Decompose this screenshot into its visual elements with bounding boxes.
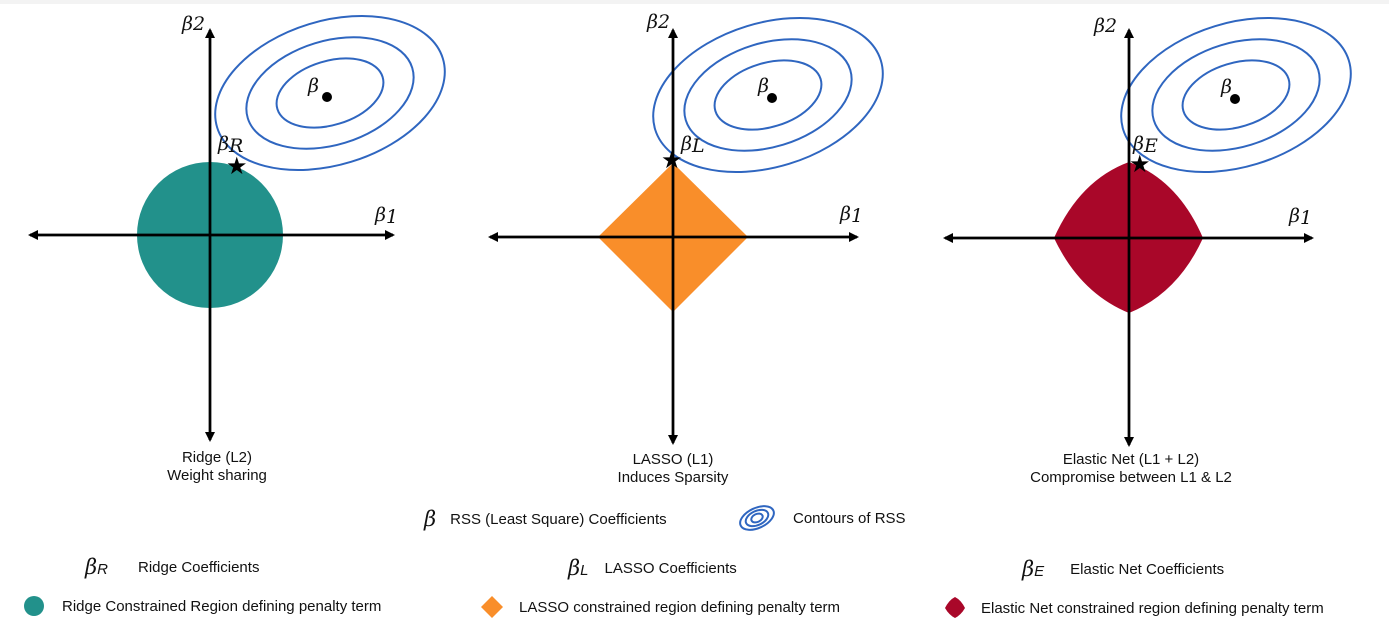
elastic-coef-text: Elastic Net Coefficients bbox=[1070, 560, 1225, 578]
legend-contours: Contours of RSS bbox=[793, 510, 906, 527]
lasso-coef-label: βL bbox=[680, 133, 705, 157]
ridge-caption-subtitle: Weight sharing bbox=[167, 467, 267, 484]
elastic-caption-title: Elastic Net (L1 + L2) bbox=[1062, 451, 1200, 468]
rss-symbol: β bbox=[424, 507, 437, 531]
lasso-solution-star: ★ bbox=[661, 146, 683, 174]
ridge-solution-star: ★ bbox=[226, 152, 248, 180]
ridge-coef-symbol: βR bbox=[85, 555, 108, 579]
ols-label: β bbox=[757, 75, 769, 97]
legend-lasso-region: LASSO constrained region defining penalt… bbox=[519, 599, 840, 616]
rss-contours bbox=[214, 14, 446, 172]
contours-label: Contours of RSS bbox=[793, 510, 906, 527]
legend-ridge-region: Ridge Constrained Region defining penalt… bbox=[62, 598, 381, 615]
elastic-solution-star: ★ bbox=[1129, 150, 1151, 178]
rss-contours bbox=[1120, 16, 1352, 174]
elastic-region-legend-icon bbox=[945, 597, 965, 618]
elastic-region-label: Elastic Net constrained region defining … bbox=[981, 600, 1324, 617]
ridge-caption: Ridge (L2) Weight sharing bbox=[87, 449, 347, 485]
rss-label: RSS (Least Square) Coefficients bbox=[450, 510, 667, 528]
lasso-panel: β ★ βL β2 β1 bbox=[488, 11, 884, 445]
ridge-coef-text: Ridge Coefficients bbox=[137, 558, 260, 576]
lasso-caption-subtitle: Induces Sparsity bbox=[617, 469, 729, 486]
ols-point bbox=[322, 92, 332, 102]
beta2-label: β2 bbox=[646, 11, 670, 33]
rss-contours bbox=[652, 16, 884, 174]
elastic-caption-subtitle: Compromise between L1 & L2 bbox=[1030, 469, 1232, 486]
elastic-coef-symbol: βE bbox=[1022, 557, 1045, 581]
ols-label: β bbox=[1220, 76, 1232, 98]
beta1-label: β1 bbox=[839, 203, 863, 227]
ridge-coef-label: βR bbox=[217, 133, 243, 157]
ridge-region-label: Ridge Constrained Region defining penalt… bbox=[62, 598, 382, 615]
top-border bbox=[0, 0, 1389, 4]
elastic-panel: β ★ βE β2 β1 bbox=[943, 15, 1352, 447]
ridge-region-legend-icon bbox=[24, 596, 44, 616]
beta1-label: β1 bbox=[374, 204, 398, 228]
legend-rss: β RSS (Least Square) Coefficients bbox=[424, 507, 667, 531]
ridge-caption-title: Ridge (L2) bbox=[181, 449, 253, 466]
legend-lasso-coef: βL LASSO Coefficients bbox=[568, 556, 737, 580]
ridge-panel: β ★ βR β2 β1 bbox=[28, 13, 446, 442]
ols-label: β bbox=[307, 75, 319, 97]
beta1-label: β1 bbox=[1288, 205, 1312, 229]
lasso-caption-title: LASSO (L1) bbox=[632, 451, 714, 468]
lasso-coef-symbol: βL bbox=[568, 556, 589, 580]
ols-point bbox=[767, 93, 777, 103]
legend-elastic-coef: βE Elastic Net Coefficients bbox=[1022, 557, 1224, 581]
beta2-label: β2 bbox=[1093, 15, 1117, 37]
beta2-label: β2 bbox=[181, 13, 205, 35]
lasso-coef-text: LASSO Coefficients bbox=[604, 559, 737, 577]
elastic-caption: Elastic Net (L1 + L2) Compromise between… bbox=[1001, 451, 1261, 487]
lasso-caption: LASSO (L1) Induces Sparsity bbox=[543, 451, 803, 487]
legend-ridge-coef: βR Ridge Coefficients bbox=[85, 555, 259, 579]
contours-legend-icon bbox=[739, 505, 775, 531]
lasso-region-legend-icon bbox=[481, 596, 503, 618]
legend-elastic-region: Elastic Net constrained region defining … bbox=[981, 600, 1324, 617]
lasso-region-label: LASSO constrained region defining penalt… bbox=[519, 599, 841, 616]
elastic-coef-label: βE bbox=[1132, 133, 1158, 157]
ols-point bbox=[1230, 94, 1240, 104]
